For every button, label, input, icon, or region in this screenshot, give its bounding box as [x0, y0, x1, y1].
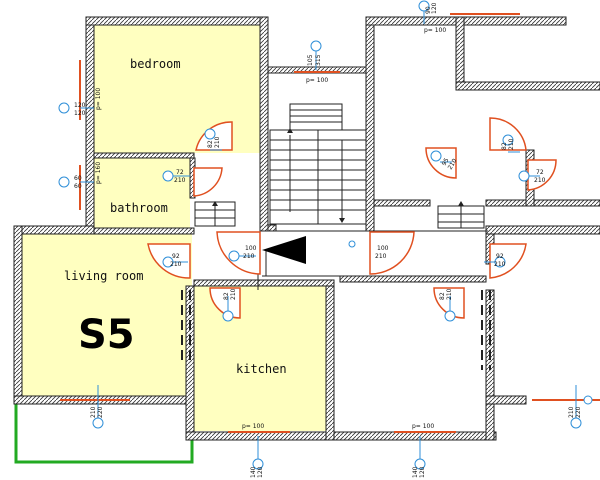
dim-right-window-height: 120: [419, 466, 426, 478]
staircase: [269, 103, 367, 225]
dim-p-right-kitchen: p= 100: [412, 423, 434, 430]
dim-right-balcony-door-width: 210: [568, 406, 575, 418]
dim-bedroom-door-height: 210: [214, 136, 221, 148]
dim-right-door-height: 210: [534, 177, 546, 184]
room-label-kitchen: kitchen: [236, 362, 287, 376]
dim-kitchen-window-width: 140: [250, 466, 257, 478]
markers: [80, 10, 577, 460]
dim-right-balcony-door-height: 220: [575, 406, 582, 418]
dim-entry-left-height: 210: [243, 253, 255, 260]
dim-kitchen-window-height: 120: [257, 466, 264, 478]
bathroom-area: [94, 158, 190, 230]
unit-label: S5: [78, 312, 135, 358]
dim-top-window-height: 120: [431, 2, 438, 14]
right-living-door: [489, 243, 527, 279]
dim-stair-window-width: 105: [307, 54, 314, 66]
dim-p-bath: p= 160: [95, 162, 102, 184]
dim-living-door-width: 92: [172, 253, 180, 260]
right-kitchen-door: [433, 287, 465, 319]
dim-stair-window-height: 315: [315, 54, 322, 66]
walls: [13, 16, 600, 441]
small-steps: [194, 201, 485, 229]
stair-arrow-down-icon: [339, 218, 345, 223]
dim-window-bedroom-height: 120: [74, 110, 86, 117]
marker-dots: [58, 0, 593, 470]
right-bath-door-2: [527, 159, 557, 191]
dim-kitchen-door-width: 82: [223, 292, 230, 300]
bedroom-area: [94, 25, 260, 153]
dim-p-top: p= 100: [424, 27, 446, 34]
room-label-bedroom: bedroom: [130, 57, 181, 71]
right-bedroom-door: [489, 117, 527, 151]
dim-balcony-door-width: 210: [90, 406, 97, 418]
entry-door-right: [369, 231, 415, 275]
step-arrow-right-icon: [458, 201, 464, 206]
dim-window-bath-height: 60: [74, 183, 82, 190]
dim-right-kitchen-door-height: 210: [446, 288, 453, 300]
dim-right-bath-door-width: 95: [441, 157, 451, 167]
dim-living-door-height: 210: [170, 261, 182, 268]
dim-entry-right-width: 100: [377, 245, 389, 252]
dim-top-window-width: 90: [425, 6, 432, 14]
dimension-labels: 120 120 60 60 p= 100 p= 160 105 315 p= 1…: [74, 2, 582, 478]
dim-right-living-door-height: 210: [494, 261, 506, 268]
dim-bath-door-width: 72: [176, 169, 184, 176]
entrance-arrow-icon: [262, 236, 306, 264]
dim-entry-right-height: 210: [375, 253, 387, 260]
kitchen-door: [209, 287, 241, 319]
dim-right-living-door-width: 92: [496, 253, 504, 260]
dim-bath-door-height: 210: [174, 177, 186, 184]
dim-p-bedroom: p= 100: [95, 88, 102, 110]
room-label-living-room: living room: [64, 269, 143, 283]
dim-bedroom-door-width: 82: [207, 140, 214, 148]
dim-window-bedroom-width: 120: [74, 102, 86, 109]
dim-p-kitchen: p= 100: [242, 423, 264, 430]
room-fills: [22, 25, 326, 431]
stair-arrow-up-icon: [287, 128, 293, 133]
dim-entry-left-width: 100: [245, 245, 257, 252]
dim-kitchen-door-height: 210: [230, 288, 237, 300]
bathroom-door: [193, 167, 223, 197]
dim-right-door-width: 72: [536, 169, 544, 176]
room-label-bathroom: bathroom: [110, 201, 168, 215]
dim-right-kitchen-door-width: 82: [439, 292, 446, 300]
dim-right-bath-door-height: 210: [447, 157, 459, 171]
dim-right-bedroom-door-width: 82: [501, 142, 508, 150]
step-arrow-left-icon: [212, 201, 218, 206]
kitchen-area: [194, 286, 326, 431]
dim-balcony-door-height: 220: [97, 406, 104, 418]
dashed-partitions: [181, 290, 491, 370]
dim-right-bedroom-door-height: 210: [508, 138, 515, 150]
balcony-outline: [14, 400, 194, 464]
dim-p-stair: p= 100: [306, 77, 328, 84]
dim-right-window-width: 140: [412, 466, 419, 478]
dim-window-bath-width: 60: [74, 175, 82, 182]
